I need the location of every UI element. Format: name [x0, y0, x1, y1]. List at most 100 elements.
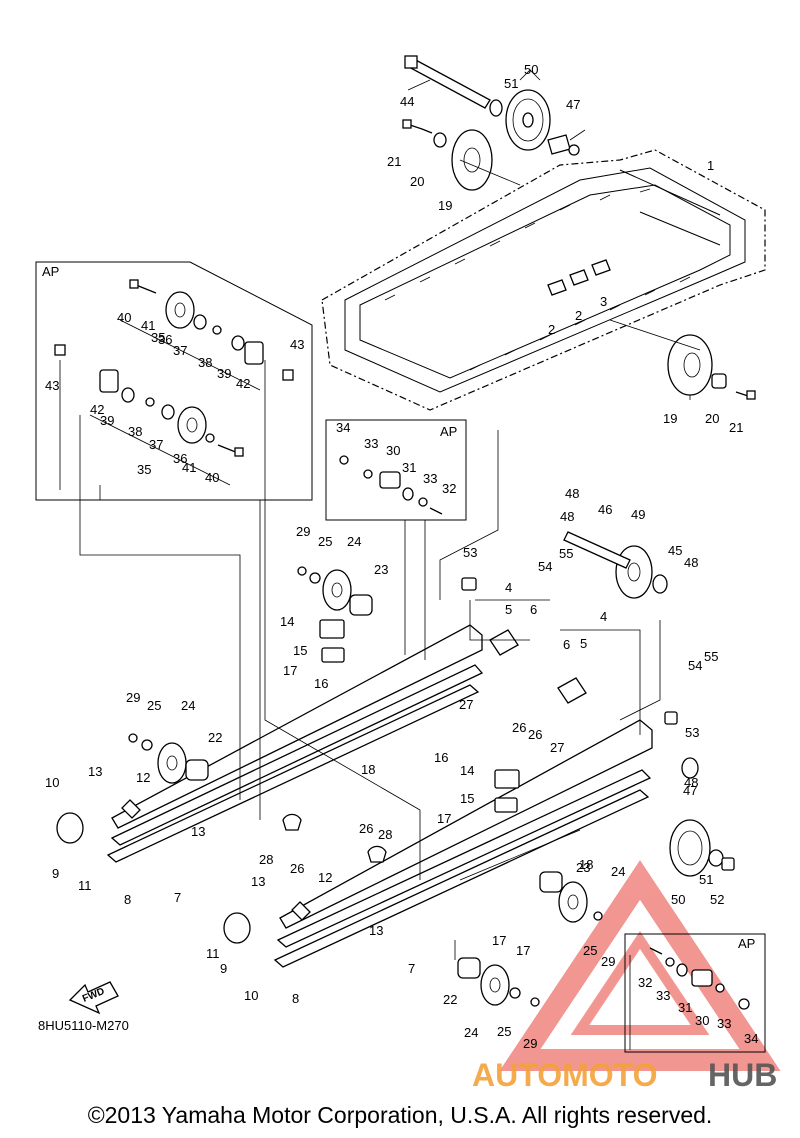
callout-label: 29	[523, 1036, 537, 1051]
callout-label: 34	[336, 420, 350, 435]
watermark-text-part1: AUTOMOTO	[472, 1057, 657, 1093]
callout-label: 13	[369, 923, 383, 938]
callout-label: 31	[678, 1000, 692, 1015]
callout-label: 39	[100, 413, 114, 428]
callout-label: 33	[364, 436, 378, 451]
track-clips	[547, 259, 611, 296]
callout-label: 26	[528, 727, 542, 742]
callout-label: 30	[695, 1013, 709, 1028]
callout-label: 4	[505, 580, 512, 595]
callout-label: 36	[173, 451, 187, 466]
callout-label: 41	[141, 318, 155, 333]
callout-label: 22	[208, 730, 222, 745]
callout-label: 6	[530, 602, 537, 617]
watermark-text: AUTOMOTO HUB	[472, 1057, 777, 1093]
callout-label: 8	[292, 991, 299, 1006]
callout-label: 42	[236, 376, 250, 391]
callout-label: 25	[583, 943, 597, 958]
fwd-arrow-icon: FWD	[68, 981, 119, 1015]
callout-label: 1	[707, 158, 714, 173]
callout-label: 12	[136, 770, 150, 785]
callout-label: 23	[374, 562, 388, 577]
callout-label: 17	[437, 811, 451, 826]
callout-label: 28	[259, 852, 273, 867]
callout-label: 20	[705, 411, 719, 426]
callout-label: 50	[671, 892, 685, 907]
ap-label-middle: AP	[440, 424, 457, 439]
callout-label: 41	[182, 460, 196, 475]
rear-axle-assembly	[402, 55, 580, 191]
callout-label: 11	[78, 878, 92, 893]
callout-label: 47	[566, 97, 580, 112]
callout-label: 10	[45, 775, 59, 790]
callout-label: 21	[387, 154, 401, 169]
watermark-text-part2: HUB	[708, 1057, 777, 1093]
callout-label: 13	[191, 824, 205, 839]
callout-label: 7	[174, 890, 181, 905]
callout-label: 22	[443, 992, 457, 1007]
callout-label: 17	[492, 933, 506, 948]
callout-label: 9	[52, 866, 59, 881]
callout-label: 32	[442, 481, 456, 496]
callout-label: 8	[124, 892, 131, 907]
callout-label: 28	[378, 827, 392, 842]
callout-label: 35	[151, 330, 165, 345]
callout-label: 25	[318, 534, 332, 549]
wheels-49-50	[563, 531, 735, 877]
callout-label: 21	[729, 420, 743, 435]
callout-label: 45	[668, 543, 682, 558]
callout-label: 18	[579, 857, 593, 872]
callout-label: 17	[283, 663, 297, 678]
callout-label: 48	[560, 509, 574, 524]
callout-label: 17	[516, 943, 530, 958]
callout-label: 51	[504, 76, 518, 91]
callout-label: 29	[296, 524, 310, 539]
callout-label: 42	[90, 402, 104, 417]
callout-label: 4	[600, 609, 607, 624]
callout-label: 19	[663, 411, 677, 426]
callout-label: 14	[460, 763, 474, 778]
callout-label: 38	[198, 355, 212, 370]
callout-label: 9	[220, 961, 227, 976]
callout-label: 12	[318, 870, 332, 885]
track-belt	[321, 149, 766, 411]
callout-label: 40	[205, 470, 219, 485]
callout-label: 6	[563, 637, 570, 652]
callout-label: 37	[149, 437, 163, 452]
copyright-notice: ©2013 Yamaha Motor Corporation, U.S.A. A…	[87, 1102, 713, 1128]
callout-label: 5	[505, 602, 512, 617]
callout-label: 18	[361, 762, 375, 777]
callout-label: 2	[548, 322, 555, 337]
callout-label: 23	[576, 860, 590, 875]
callout-label: 13	[88, 764, 102, 779]
ap-label-bottom-right: AP	[738, 936, 755, 951]
callout-label: 31	[402, 460, 416, 475]
callout-label: 49	[631, 507, 645, 522]
watermark-logo	[499, 860, 781, 1071]
callout-label: 48	[565, 486, 579, 501]
callout-label: 53	[463, 545, 477, 560]
callout-label: 32	[638, 975, 652, 990]
callout-label: 55	[559, 546, 573, 561]
callout-label: 33	[656, 988, 670, 1003]
callout-label: 25	[497, 1024, 511, 1039]
callout-label: 16	[434, 750, 448, 765]
callout-label: 40	[117, 310, 131, 325]
callout-label: 24	[611, 864, 625, 879]
callout-label: 27	[550, 740, 564, 755]
callout-label: 29	[126, 690, 140, 705]
ap-label-top-left: AP	[42, 264, 59, 279]
callout-label: 20	[410, 174, 424, 189]
watermark-inner-triangle-icon	[570, 930, 710, 1035]
leader-lines	[79, 69, 701, 1050]
callout-label: 44	[400, 94, 414, 109]
callout-label: 2	[575, 308, 582, 323]
ap-box-top-left: AP	[35, 261, 313, 501]
callout-label: 48	[684, 775, 698, 790]
callout-label: 26	[359, 821, 373, 836]
callout-label: 26	[512, 720, 526, 735]
callout-label: 26	[290, 861, 304, 876]
callout-label: 14	[280, 614, 294, 629]
callout-label: 39	[217, 366, 231, 381]
